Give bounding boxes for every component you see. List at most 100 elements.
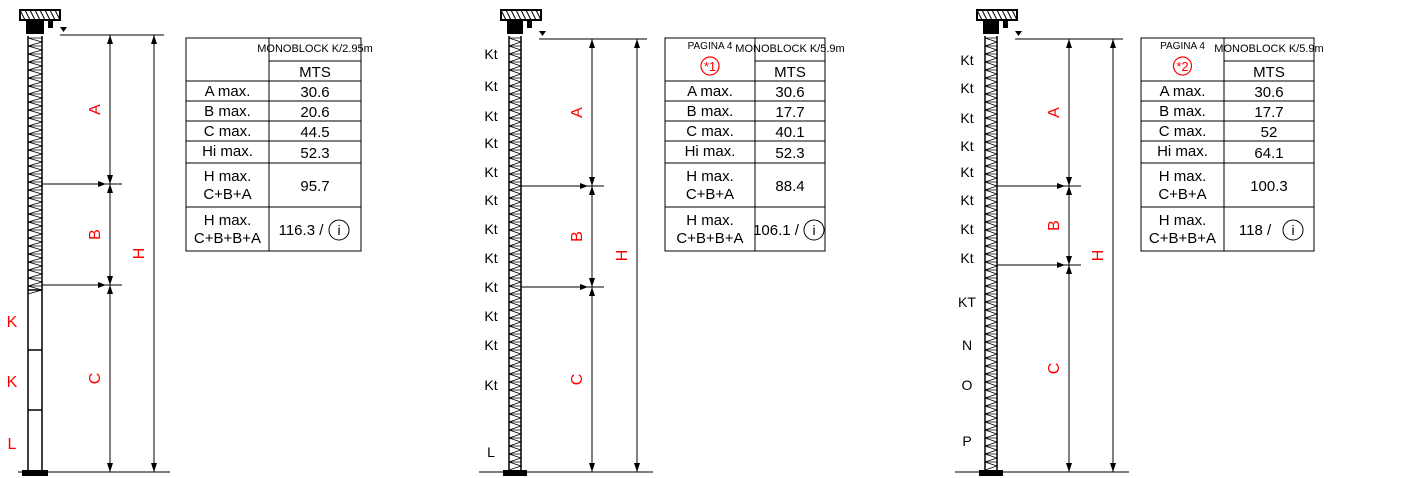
section-label: Kt xyxy=(484,308,497,324)
jib-lattice xyxy=(976,9,1018,21)
slewing-ring xyxy=(507,20,523,34)
table-title: MONOBLOCK K/5.9m xyxy=(1214,43,1323,55)
section-label: Kt xyxy=(484,377,497,393)
info-icon-glyph: i xyxy=(1291,222,1294,238)
section-label: Kt xyxy=(484,164,497,180)
mast-base xyxy=(979,470,1003,476)
dimension-label-a: A xyxy=(569,107,586,118)
row-label: B max. xyxy=(687,103,734,120)
tie-arrow-head xyxy=(98,181,106,187)
info-icon xyxy=(803,219,825,241)
note-badge-circle xyxy=(1172,56,1193,76)
dimension-b-arrow-bottom xyxy=(107,276,113,285)
row-value: 52.3 xyxy=(775,145,804,162)
info-icon-glyph: i xyxy=(337,222,340,238)
row-label-formula: C+B+B+A xyxy=(194,230,261,247)
section-label: Kt xyxy=(960,80,973,96)
dimension-c-arrow-bottom xyxy=(107,463,113,472)
section-label: Kt xyxy=(484,337,497,353)
row-value: 52 xyxy=(1261,124,1278,141)
trolley xyxy=(48,20,53,28)
tie-arrow-head xyxy=(580,284,588,290)
row-label: B max. xyxy=(204,103,251,120)
section-label: Kt xyxy=(484,250,497,266)
dimension-b-arrow-bottom xyxy=(1066,256,1072,265)
mast-section-joints xyxy=(28,289,42,411)
table-border xyxy=(1140,37,1315,252)
row-value: 40.1 xyxy=(775,124,804,141)
note-badge: *2 xyxy=(1176,59,1188,74)
section-label: L xyxy=(8,436,17,453)
mast-lattice xyxy=(508,37,523,471)
dimension-h-arrow-top xyxy=(1110,39,1116,48)
dimension-c-arrow-top xyxy=(1066,265,1072,274)
info-icon-glyph: i xyxy=(812,222,815,238)
dimension-a-arrow-top xyxy=(107,35,113,44)
row-label: H max. xyxy=(1159,168,1207,185)
slewing-ring xyxy=(26,20,44,34)
dimension-c-arrow-bottom xyxy=(1066,463,1072,472)
section-label: Kt xyxy=(484,78,497,94)
dimension-h-arrow-bottom xyxy=(151,463,157,472)
section-label: K xyxy=(7,314,18,331)
dimension-b-arrow-bottom xyxy=(589,278,595,287)
table-title: MONOBLOCK K/2.95m xyxy=(257,43,373,55)
dimension-label-h: H xyxy=(131,248,148,260)
row-value: 20.6 xyxy=(300,104,329,121)
hook-height-marker xyxy=(539,31,546,36)
section-label: Kt xyxy=(960,250,973,266)
row-label: H max. xyxy=(686,168,734,185)
row-label: Hi max. xyxy=(685,143,736,160)
row-value: 30.6 xyxy=(1254,84,1283,101)
section-label: N xyxy=(962,337,972,353)
section-label: Kt xyxy=(484,46,497,62)
section-label: KT xyxy=(958,294,976,310)
unit-label: MTS xyxy=(774,64,806,81)
row-value: 106.1 / xyxy=(753,222,800,239)
row-value: 88.4 xyxy=(775,178,804,195)
row-value: 100.3 xyxy=(1250,178,1288,195)
jib-lattice xyxy=(500,9,542,21)
dimension-label-a: A xyxy=(1046,107,1063,118)
row-label: H max. xyxy=(1159,212,1207,229)
mast-lattice xyxy=(984,37,999,471)
table-title: MONOBLOCK K/5.9m xyxy=(735,43,844,55)
info-icon xyxy=(328,219,350,241)
row-label: C max. xyxy=(204,123,252,140)
row-value: 52.3 xyxy=(300,145,329,162)
row-label-formula: C+B+B+A xyxy=(1149,230,1216,247)
row-label-formula: C+B+A xyxy=(1158,186,1206,203)
unit-label: MTS xyxy=(299,64,331,81)
row-value: 17.7 xyxy=(775,104,804,121)
section-label: K xyxy=(7,374,18,391)
dimension-c-arrow-top xyxy=(107,285,113,294)
row-label: Hi max. xyxy=(1157,143,1208,160)
section-label: Kt xyxy=(960,52,973,68)
dimension-label-b: B xyxy=(569,231,586,242)
row-value: 118 / xyxy=(1239,222,1272,239)
dimension-label-b: B xyxy=(1046,220,1063,231)
note-badge: *1 xyxy=(704,59,716,74)
dimension-b-arrow-top xyxy=(589,186,595,195)
row-value: 116.3 / xyxy=(279,222,325,239)
section-label: L xyxy=(487,444,495,460)
mast-base xyxy=(22,470,48,476)
dimension-c-arrow-top xyxy=(589,287,595,296)
dimension-label-c: C xyxy=(1046,363,1063,375)
row-value: 44.5 xyxy=(300,124,329,141)
row-label: A max. xyxy=(205,83,251,100)
dimension-a-arrow-bottom xyxy=(107,175,113,184)
row-label: A max. xyxy=(1160,83,1206,100)
section-label: Kt xyxy=(484,279,497,295)
row-label: B max. xyxy=(1159,103,1206,120)
mast-lattice xyxy=(27,37,44,295)
note-badge-circle xyxy=(700,56,720,76)
dimension-label-c: C xyxy=(569,374,586,386)
row-label-formula: C+B+B+A xyxy=(676,230,743,247)
dimension-label-h: H xyxy=(614,250,631,262)
row-label: Hi max. xyxy=(202,143,253,160)
